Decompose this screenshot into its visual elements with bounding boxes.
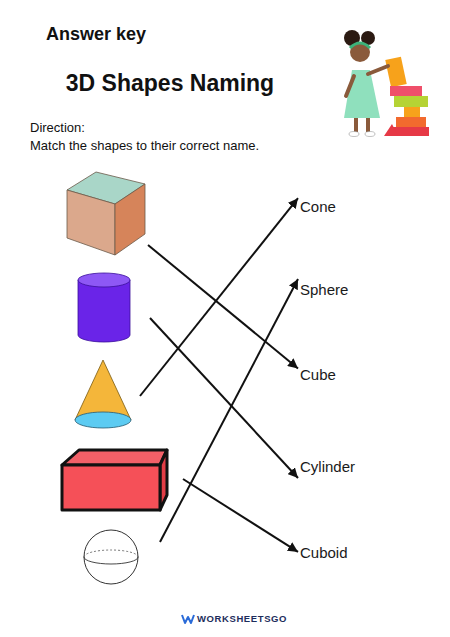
cone-shape bbox=[70, 355, 140, 430]
direction-heading: Direction: bbox=[30, 120, 85, 135]
brand-watermark: WORKSHEETSGO bbox=[197, 613, 287, 624]
cuboid-shape-outline bbox=[58, 445, 183, 515]
shape-name: Cone bbox=[300, 196, 380, 218]
answer-key-note: Answer key bbox=[46, 24, 146, 45]
shape-name-text: Sphere bbox=[300, 279, 348, 301]
shape-name-text: Cone bbox=[300, 196, 336, 218]
cylinder-shape-outline bbox=[74, 270, 150, 344]
shape-name-text: Cube bbox=[300, 364, 336, 386]
cone-shape-outline bbox=[70, 355, 140, 430]
match-arrow bbox=[140, 198, 298, 396]
cube-shape bbox=[62, 168, 148, 260]
match-arrow bbox=[150, 318, 298, 478]
girl-with-blocks bbox=[344, 30, 429, 137]
worksheet-title: 3D Shapes Naming bbox=[0, 70, 340, 97]
cylinder-shape bbox=[74, 270, 150, 344]
shape-name: Cylinder bbox=[300, 456, 380, 478]
shape-name: Sphere bbox=[300, 279, 380, 301]
direction-text: Match the shapes to their correct name. bbox=[30, 138, 259, 153]
shape-name-text: Cylinder bbox=[300, 456, 355, 478]
shape-name: Cuboid bbox=[300, 542, 380, 564]
match-arrow bbox=[148, 245, 298, 368]
cuboid-shape bbox=[58, 445, 183, 515]
sphere-shape bbox=[80, 527, 160, 589]
sphere-shape-outline bbox=[80, 527, 160, 589]
cube-shape-outline bbox=[62, 168, 148, 260]
shape-name: Cube bbox=[300, 364, 380, 386]
footer-logo bbox=[182, 615, 194, 623]
match-arrow bbox=[160, 279, 298, 542]
shape-name-text: Cuboid bbox=[300, 542, 348, 564]
match-arrow bbox=[183, 479, 298, 552]
